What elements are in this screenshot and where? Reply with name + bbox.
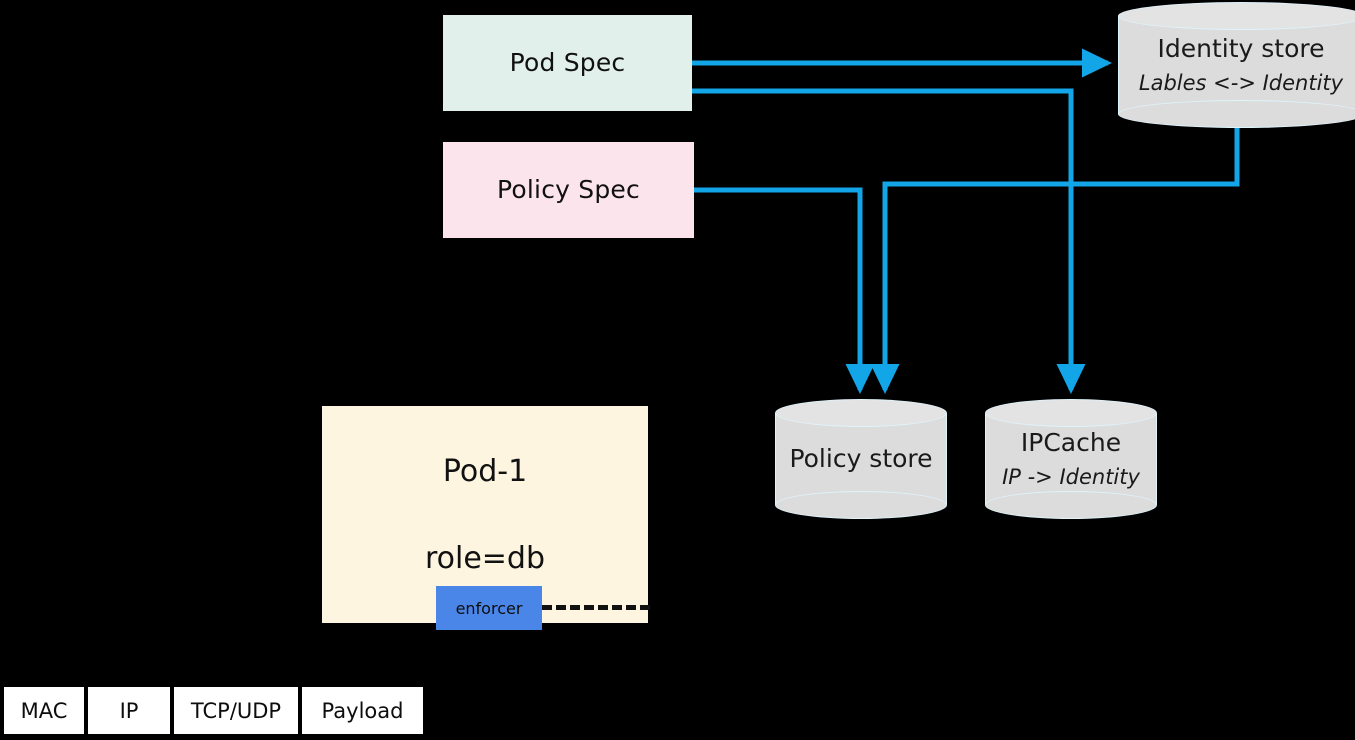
identity-store-title: Identity store bbox=[1157, 34, 1325, 64]
cylinder-bottom-ellipse bbox=[985, 491, 1157, 519]
cylinder-top-ellipse bbox=[1118, 2, 1355, 30]
policy-spec-label: Policy Spec bbox=[497, 175, 640, 205]
edge-policyspec-to-policystore bbox=[694, 187, 875, 395]
cylinder-body bbox=[1118, 16, 1355, 114]
cylinder-bottom-ellipse bbox=[1118, 100, 1355, 128]
identity-store-subtitle: Lables <-> Identity bbox=[1138, 70, 1344, 95]
packet-cell-mac[interactable]: MAC bbox=[4, 687, 84, 734]
cylinder-bottom-ellipse bbox=[775, 491, 947, 519]
enforcer-label: enforcer bbox=[455, 598, 523, 618]
policy-store-title: Policy store bbox=[789, 443, 933, 473]
edge-podspec-to-ipcache bbox=[692, 88, 1086, 395]
enforcer-chip[interactable]: enforcer bbox=[436, 586, 542, 630]
cylinder-top-ellipse bbox=[775, 399, 947, 427]
pod-1-role-label: role=db bbox=[424, 541, 546, 576]
cylinder-body bbox=[985, 413, 1157, 505]
cylinder-body bbox=[775, 413, 947, 505]
ipcache-cylinder[interactable]: IPCache IP -> Identity bbox=[985, 399, 1157, 519]
pod-spec-label: Pod Spec bbox=[509, 48, 626, 78]
packet-cell-tcp-udp[interactable]: TCP/UDP bbox=[174, 687, 298, 734]
edge-identitystore-to-policystore bbox=[870, 125, 1240, 395]
ipcache-text: IPCache IP -> Identity bbox=[985, 428, 1157, 489]
packet-cell-payload[interactable]: Payload bbox=[302, 687, 423, 734]
pod-1-title: Pod-1 bbox=[442, 454, 528, 489]
policy-spec-box[interactable]: Policy Spec bbox=[443, 142, 694, 238]
policy-store-cylinder[interactable]: Policy store bbox=[775, 399, 947, 519]
ipcache-title: IPCache bbox=[1020, 428, 1122, 458]
policy-store-text: Policy store bbox=[775, 443, 947, 474]
identity-store-cylinder[interactable]: Identity store Lables <-> Identity bbox=[1118, 2, 1355, 128]
enforcer-dashed-connector bbox=[542, 605, 650, 610]
packet-header-table: MAC IP TCP/UDP Payload bbox=[4, 687, 423, 734]
identity-store-text: Identity store Lables <-> Identity bbox=[1118, 34, 1355, 95]
cylinder-top-ellipse bbox=[985, 399, 1157, 427]
packet-cell-ip[interactable]: IP bbox=[88, 687, 170, 734]
ipcache-subtitle: IP -> Identity bbox=[1002, 464, 1140, 489]
pod-spec-box[interactable]: Pod Spec bbox=[443, 15, 692, 111]
